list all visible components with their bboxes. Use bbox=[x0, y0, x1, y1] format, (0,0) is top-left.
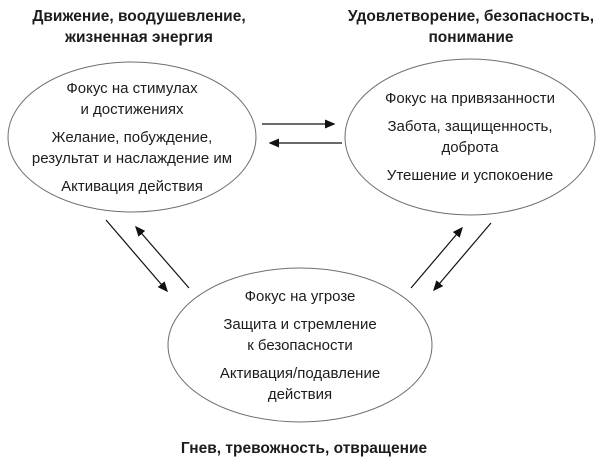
drive-paragraph-focus: Фокус на стимулах и достижениях bbox=[66, 79, 198, 118]
arrow-soothing-to-threat bbox=[433, 222, 492, 292]
label-threat-line-1: Гнев, тревожность, отвращение bbox=[180, 440, 428, 457]
threat-paragraph-protection: Защита и стремление к безопасности bbox=[223, 315, 377, 354]
label-soothing-system: Удовлетворение, безопасность, понимание bbox=[340, 6, 601, 48]
soothing-paragraph-focus: Фокус на привязанности bbox=[385, 90, 555, 107]
label-soothing-line-2: понимание bbox=[428, 29, 514, 46]
drive-ellipse-text: Фокус на стимулах и достижениях Желание,… bbox=[12, 68, 252, 206]
label-threat-system: Гнев, тревожность, отвращение bbox=[154, 438, 454, 459]
soothing-paragraph-care: Забота, защищенность, доброта bbox=[387, 118, 553, 156]
threat-paragraph-activation: Активация/подавление действия bbox=[219, 364, 381, 403]
threat-ellipse-outline bbox=[167, 267, 433, 423]
drive-paragraph-desire: Желание, побуждение, результат и наслажд… bbox=[31, 128, 233, 167]
arrow-threat-to-soothing bbox=[410, 226, 463, 289]
label-drive-line-2: жизненная энергия bbox=[65, 29, 213, 46]
arrow-threat-to-drive bbox=[135, 225, 190, 289]
threat-paragraph-focus: Фокус на угрозе bbox=[244, 287, 356, 305]
drive-ellipse-outline bbox=[7, 61, 257, 213]
label-drive-system: Движение, воодушевление, жизненная энерг… bbox=[8, 6, 270, 48]
arrow-drive-to-threat bbox=[105, 219, 168, 293]
drive-paragraph-activation: Активация действия bbox=[61, 177, 203, 195]
soothing-ellipse-text: Фокус на привязанности Забота, защищенно… bbox=[350, 68, 590, 206]
threat-ellipse-text: Фокус на угрозе Защита и стремление к бе… bbox=[180, 276, 420, 414]
soothing-paragraph-comfort: Утешение и успокоение bbox=[386, 167, 554, 184]
label-soothing-line-1: Удовлетворение, безопасность, bbox=[347, 8, 595, 25]
label-drive-line-1: Движение, воодушевление, bbox=[32, 8, 246, 25]
soothing-ellipse-outline bbox=[344, 58, 596, 216]
